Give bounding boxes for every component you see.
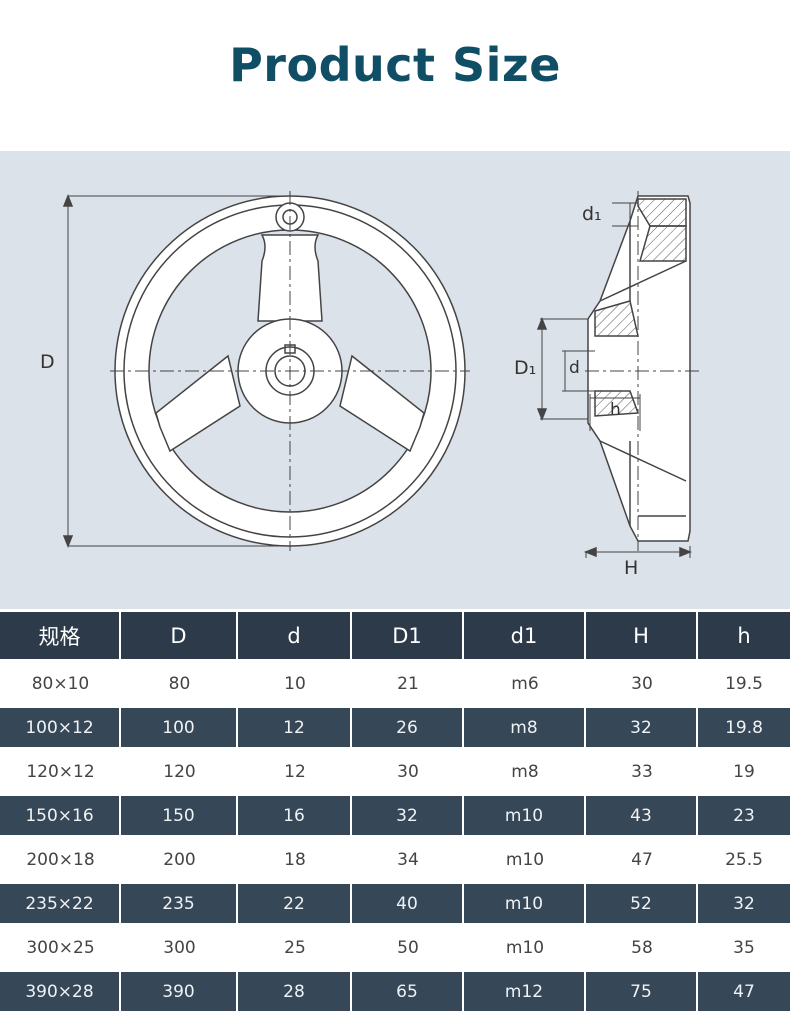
table-header-row: 规格 D d D1 d1 H h	[0, 612, 790, 660]
table-cell: 40	[352, 883, 464, 924]
table-cell: 18	[238, 836, 352, 883]
table-cell: 300×25	[0, 924, 121, 971]
table-cell: 200	[121, 836, 238, 883]
table-cell: 52	[586, 883, 698, 924]
table-cell: 25.5	[698, 836, 790, 883]
table-row: 80×10 80 10 21 m6 30 19.5	[0, 660, 790, 707]
table-row: 150×16 150 16 32 m10 43 23	[0, 795, 790, 836]
table-cell: 100	[121, 707, 238, 748]
header-spec: 规格	[0, 612, 121, 660]
table-row: 235×22 235 22 40 m10 52 32	[0, 883, 790, 924]
table-cell: 390	[121, 971, 238, 1012]
table-row: 120×12 120 12 30 m8 33 19	[0, 748, 790, 795]
table-cell: 235	[121, 883, 238, 924]
header-d1: d1	[464, 612, 586, 660]
table-cell: 23	[698, 795, 790, 836]
table-cell: 32	[352, 795, 464, 836]
handwheel-drawing	[62, 191, 700, 558]
header-d: d	[238, 612, 352, 660]
table-cell: 28	[238, 971, 352, 1012]
table-cell: 100×12	[0, 707, 121, 748]
table-cell: 150×16	[0, 795, 121, 836]
table-cell: 120×12	[0, 748, 121, 795]
table-cell: m12	[464, 971, 586, 1012]
table-cell: 43	[586, 795, 698, 836]
table-cell: 65	[352, 971, 464, 1012]
header-D: D	[121, 612, 238, 660]
table-cell: 47	[586, 836, 698, 883]
table-cell: 75	[586, 971, 698, 1012]
table-cell: m10	[464, 924, 586, 971]
table-cell: 19.8	[698, 707, 790, 748]
table-cell: 390×28	[0, 971, 121, 1012]
table-cell: 34	[352, 836, 464, 883]
table-cell: m6	[464, 660, 586, 707]
table-cell: 16	[238, 795, 352, 836]
table-row: 200×18 200 18 34 m10 47 25.5	[0, 836, 790, 883]
label-d: d	[569, 358, 580, 378]
table-cell: 25	[238, 924, 352, 971]
label-H: H	[624, 557, 639, 579]
table-cell: 30	[352, 748, 464, 795]
table-row: 300×25 300 25 50 m10 58 35	[0, 924, 790, 971]
label-D: D	[40, 351, 55, 373]
table-cell: 80×10	[0, 660, 121, 707]
table-cell: m8	[464, 748, 586, 795]
table-cell: 22	[238, 883, 352, 924]
header-D1: D1	[352, 612, 464, 660]
label-D1: D₁	[514, 357, 537, 379]
table-cell: 26	[352, 707, 464, 748]
table-cell: 80	[121, 660, 238, 707]
table-cell: 150	[121, 795, 238, 836]
table-cell: 10	[238, 660, 352, 707]
table-cell: 200×18	[0, 836, 121, 883]
table-cell: 58	[586, 924, 698, 971]
table-cell: 235×22	[0, 883, 121, 924]
header-H: H	[586, 612, 698, 660]
table-cell: 32	[698, 883, 790, 924]
table-cell: 19.5	[698, 660, 790, 707]
table-cell: 30	[586, 660, 698, 707]
front-view	[62, 191, 470, 551]
table-cell: m10	[464, 795, 586, 836]
label-d1: d₁	[582, 203, 602, 225]
table-cell: m10	[464, 836, 586, 883]
table-cell: 19	[698, 748, 790, 795]
spec-table: 规格 D d D1 d1 H h 80×10 80 10 21 m6 30 19…	[0, 612, 790, 1012]
technical-drawing: D d₁ D₁ d h H	[0, 151, 790, 609]
table-row: 390×28 390 28 65 m12 75 47	[0, 971, 790, 1012]
table-cell: 50	[352, 924, 464, 971]
table-cell: 35	[698, 924, 790, 971]
table-cell: m10	[464, 883, 586, 924]
table-cell: 120	[121, 748, 238, 795]
page-title: Product Size	[229, 38, 561, 92]
table-cell: 300	[121, 924, 238, 971]
table-cell: 12	[238, 707, 352, 748]
table-cell: 32	[586, 707, 698, 748]
table-cell: 47	[698, 971, 790, 1012]
side-view	[536, 191, 700, 558]
table-cell: 12	[238, 748, 352, 795]
table-cell: 33	[586, 748, 698, 795]
table-row: 100×12 100 12 26 m8 32 19.8	[0, 707, 790, 748]
table-cell: m8	[464, 707, 586, 748]
table-cell: 21	[352, 660, 464, 707]
header-h: h	[698, 612, 790, 660]
label-h: h	[610, 400, 621, 420]
